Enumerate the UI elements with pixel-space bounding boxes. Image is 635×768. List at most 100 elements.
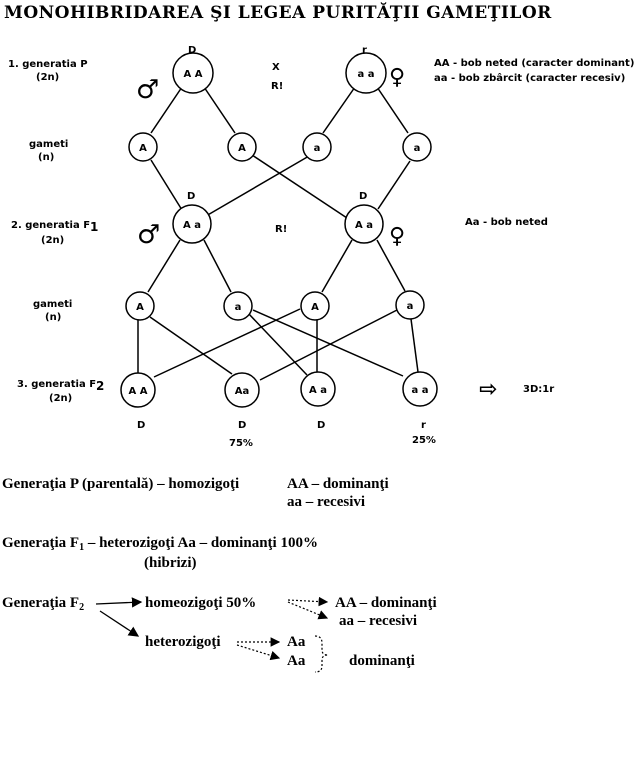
node-g2-3: [300, 291, 330, 321]
mark-f2-3: D: [317, 420, 325, 431]
line-g21-f22: [149, 316, 233, 375]
summary-homo: homeozigoţi 50%: [145, 595, 256, 611]
node-text-f2-1: A A: [129, 386, 148, 397]
line-pfemale-g3: [322, 86, 356, 134]
line-pmale-g2: [203, 86, 236, 134]
mark-f2-4: r: [421, 420, 426, 431]
arrow-hetero-2: [236, 644, 281, 661]
node-text-g2-1: A: [136, 302, 144, 313]
node-f2-3: [300, 371, 336, 407]
line-g4-f1female: [377, 160, 411, 210]
line-g23-f21: [153, 308, 301, 378]
node-p-female: [345, 52, 387, 94]
node-text-f2-2: Aa: [235, 386, 250, 397]
summary-f1-hybrid: (hibrizi): [144, 555, 197, 571]
node-g1-1: [128, 132, 158, 162]
summary-p-line: Generaţia P (parentală) – homozigoţi: [2, 476, 239, 492]
node-text-f1-female: A a: [355, 220, 373, 231]
summary-p-aa-dominant: AA – dominanţi: [287, 476, 389, 492]
node-p-male: [172, 52, 214, 94]
gametes2-label: gameti: [33, 299, 72, 310]
gametes1-ploidy-label: (n): [38, 152, 54, 163]
f1-ploidy-label: (2n): [41, 235, 64, 246]
summary-f1-line: Generaţia F1 – heterozigoţi Aa – dominan…: [2, 535, 318, 553]
node-g1-2: [227, 132, 257, 162]
gametes1-label: gameti: [29, 139, 68, 150]
node-g1-4: [402, 132, 432, 162]
node-text-f1-male: A a: [183, 220, 201, 231]
female-icon: ♀: [389, 65, 405, 90]
node-text-f2-3: A a: [309, 385, 327, 396]
r-mark-1: R!: [271, 81, 283, 92]
mark-f1-male: D: [187, 191, 195, 202]
gametes2-ploidy-label: (n): [45, 312, 61, 323]
line-g3-f1male: [205, 155, 310, 217]
line-f1male-g22: [203, 239, 232, 293]
mark-f2-1: D: [137, 420, 145, 431]
line-pmale-g1: [150, 86, 183, 134]
outline-arrow-icon: ⇨: [479, 377, 497, 402]
node-f2-4: [402, 371, 438, 407]
node-g2-1: [125, 291, 155, 321]
line-g22-f23: [247, 312, 308, 376]
summary-hetero: heterozigoţi: [145, 634, 221, 650]
r-mark-2: R!: [275, 224, 287, 235]
node-text-p-male: A A: [184, 69, 203, 80]
node-f1-female: [344, 204, 384, 244]
mark-f1-female: D: [359, 191, 367, 202]
line-g24-f22: [259, 309, 398, 381]
node-g2-4: [395, 290, 425, 320]
cross-lines: [137, 86, 419, 381]
node-text-g2-3: A: [311, 302, 319, 313]
row-labels: 1. generatia P (2n) gameti (n) 2. genera…: [8, 59, 104, 404]
summary-f2-line: Generaţia F2: [2, 595, 84, 613]
arrow-homo-dom: [287, 596, 329, 607]
arrow-f2-hetero: [99, 610, 140, 637]
summary-homo-recessive: aa – recesivi: [339, 613, 417, 629]
node-text-g1-4: a: [414, 143, 421, 154]
summary-p-aa-recessive: aa – recesivi: [287, 494, 365, 510]
node-labels: A A a a A A a a A a A a A a A a A A Aa A…: [129, 69, 429, 397]
legend-recessive: aa - bob zbârcit (caracter recesiv): [434, 72, 625, 84]
summary-het-1: Aa: [287, 634, 306, 650]
pct-recessive: 25%: [412, 435, 436, 446]
line-f1female-g23: [321, 239, 353, 293]
f2-ploidy-label: (2n): [49, 393, 72, 404]
node-text-g2-4: a: [407, 301, 414, 312]
node-text-g1-2: A: [238, 143, 246, 154]
line-f1male-g21: [147, 239, 181, 293]
p-generation-label: 1. generatia P: [8, 59, 88, 70]
female-icon-f1: ♀: [389, 224, 405, 249]
summary-homo-dominant: AA – dominanţi: [335, 595, 437, 611]
summary-het-2: Aa: [287, 653, 306, 669]
male-icon: ♂: [136, 75, 159, 105]
node-text-g1-3: a: [314, 143, 321, 154]
mark-f2-2: D: [238, 420, 246, 431]
line-f1female-g24: [376, 239, 406, 292]
f1-generation-label: 2. generatia F1: [11, 220, 98, 234]
node-text-p-female: a a: [358, 69, 375, 80]
pct-dominant: 75%: [229, 438, 253, 449]
line-g2-f1female: [251, 154, 348, 219]
node-f2-1: [120, 372, 156, 408]
nodes: [120, 52, 438, 408]
f2-generation-label: 3. generatia F2: [17, 379, 104, 393]
line-pfemale-g4: [376, 86, 409, 134]
cross-sign: X: [272, 62, 280, 73]
brace: [314, 635, 329, 673]
arrow-f2-homo: [95, 597, 143, 608]
arrow-homo-rec: [287, 601, 329, 620]
page-title: MONOHIBRIDAREA ŞI LEGEA PURITĂŢII GAMEŢI…: [4, 2, 552, 23]
summary: Generaţia P (parentală) – homozigoţi AA …: [2, 476, 437, 673]
summary-het-dominant: dominanţi: [349, 653, 415, 669]
ratio-label: 3D:1r: [523, 384, 554, 395]
line-g1-f1male: [150, 159, 183, 211]
node-text-f2-4: a a: [412, 385, 429, 396]
node-g2-2: [223, 291, 253, 321]
male-icon-f1: ♂: [137, 220, 160, 250]
mark-p-female: r: [362, 45, 367, 56]
node-text-g2-2: a: [235, 302, 242, 313]
node-g1-3: [302, 132, 332, 162]
line-g24-f24: [410, 318, 419, 373]
